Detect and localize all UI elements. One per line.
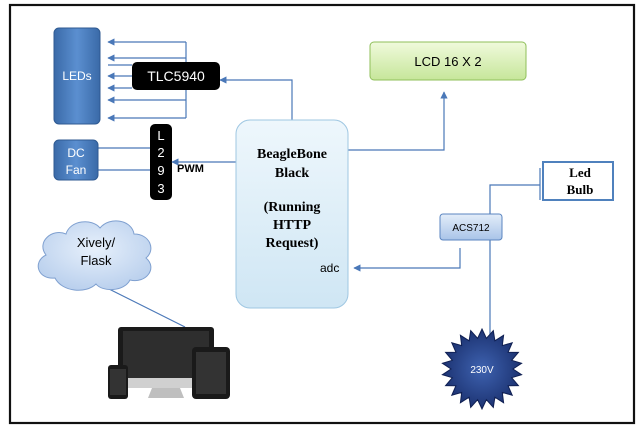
led-bulb-line2: Bulb (567, 182, 594, 197)
dc-fan-block (53, 139, 99, 181)
tlc5940-label: TLC5940 (147, 68, 205, 84)
leds-block (53, 27, 101, 125)
lcd-block (369, 41, 527, 81)
led-bulb-block (542, 161, 614, 201)
beaglebone-line5: Request) (266, 236, 319, 251)
led-bulb-line1: Led (569, 165, 591, 180)
pwm-label: PWM (177, 163, 204, 175)
tlc5940-block (132, 62, 220, 90)
beaglebone-line3: (Running (264, 200, 321, 215)
l293-block (150, 124, 172, 200)
dc-fan-label-line2: Fan (66, 163, 87, 177)
l293-char-1: L (157, 128, 164, 143)
starburst-icon (441, 327, 523, 411)
beaglebone-block (235, 119, 349, 309)
lcd-label: LCD 16 X 2 (414, 54, 481, 69)
acs712-block (439, 213, 503, 241)
l293-char-4: 3 (157, 181, 164, 196)
cloud-label-line2: Flask (80, 253, 112, 268)
beaglebone-line1: BeagleBone (257, 147, 327, 162)
beaglebone-line4: HTTP (273, 218, 312, 233)
leds-label: LEDs (62, 69, 91, 83)
cloud-icon (37, 220, 152, 291)
acs712-label: ACS712 (452, 223, 490, 234)
mains-label: 230V (470, 365, 494, 376)
cloud-label-line1: Xively/ (77, 235, 116, 250)
dc-fan-label-line1: DC (67, 146, 85, 160)
l293-char-3: 9 (157, 163, 164, 178)
l293-char-2: 2 (157, 145, 164, 160)
devices-icon (108, 327, 230, 399)
adc-label: adc (320, 261, 339, 275)
beaglebone-line2: Black (275, 166, 309, 181)
